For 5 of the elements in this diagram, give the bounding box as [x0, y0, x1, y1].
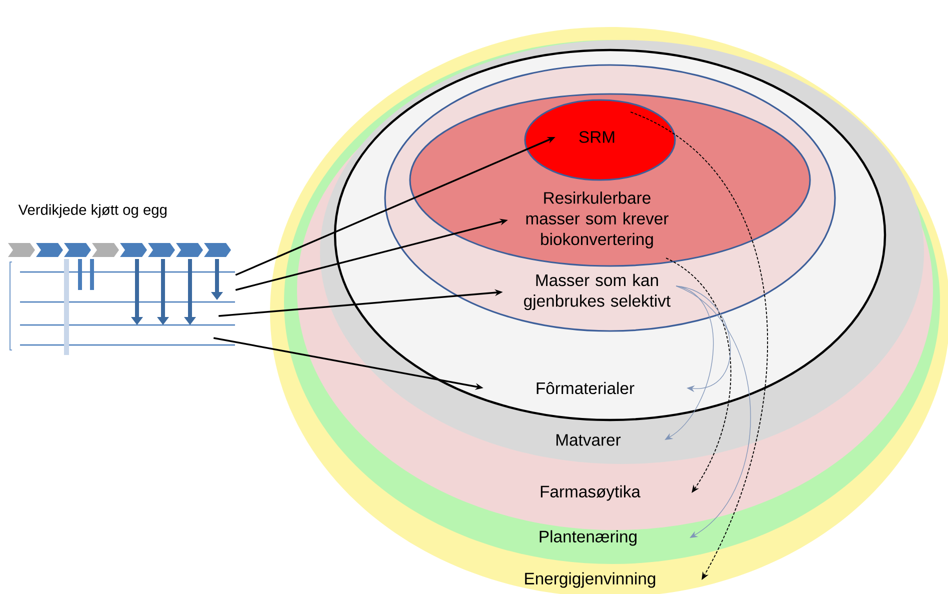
- ellipse-zone: SRM: [524, 99, 676, 181]
- arrow: [676, 286, 731, 392]
- arrow: [676, 286, 751, 538]
- node-label: Verdikjede kjøtt og egg: [18, 204, 167, 218]
- value-chain-drawing: Verdikjede kjøtt og egg: [8, 204, 235, 355]
